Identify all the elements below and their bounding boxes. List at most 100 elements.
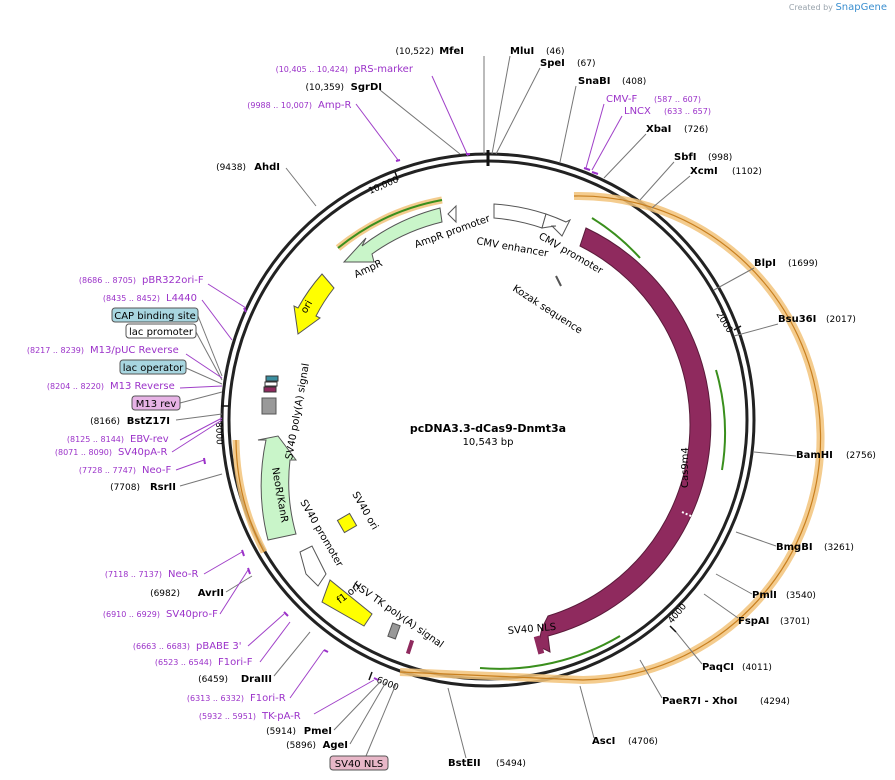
orf-arcs xyxy=(232,191,825,685)
enzyme-avrii: AvrII xyxy=(198,588,224,599)
enzyme-sgrdi: SgrDI xyxy=(351,82,382,93)
leader-ebv xyxy=(179,417,223,441)
enzyme-rsrii-pos: (7708) xyxy=(110,483,140,493)
feature-label-cas9m4: Cas9m4 xyxy=(680,447,691,488)
enzyme-fspai-pos: (3701) xyxy=(780,617,810,627)
primer-cmv-f-pos: (587 .. 607) xyxy=(654,95,701,104)
enzyme-pmli: PmlI xyxy=(752,590,777,601)
leader-sv40prof xyxy=(219,569,249,615)
primer-pbabe-3-pos: (6663 .. 6683) xyxy=(133,642,190,651)
enzyme-blpi: BlpI xyxy=(754,258,776,269)
orf-cas9-line xyxy=(399,195,822,681)
enzyme-draiii: DraIII xyxy=(241,674,272,685)
leader-bamhi xyxy=(753,451,797,457)
leader-sbfi xyxy=(639,161,675,201)
enzyme-agei-pos: (5896) xyxy=(286,741,316,751)
sv40-nls-label: SV40 NLS xyxy=(335,759,384,770)
leader-neof xyxy=(175,459,205,471)
enzyme-pmei: PmeI xyxy=(304,726,332,737)
leader-snabi xyxy=(559,85,577,163)
primer-tk-pa-r: TK-pA-R xyxy=(261,711,301,722)
enzyme-paer7i-pos: (4294) xyxy=(760,697,790,707)
leader-f1orif xyxy=(259,621,291,663)
enzyme-bmgbi-pos: (3261) xyxy=(824,543,854,553)
leader-tkpar xyxy=(313,679,375,715)
primer-tk-pa-r-pos: (5932 .. 5951) xyxy=(199,712,256,721)
neor-arrow xyxy=(257,435,297,541)
enzyme-snabi-pos: (408) xyxy=(622,77,646,87)
enzyme-sbfi: SbfI xyxy=(674,152,696,163)
snapgene-brand: Created by SnapGene xyxy=(789,2,887,13)
leader-blpi xyxy=(713,267,755,291)
enzyme-agei: AgeI xyxy=(323,740,348,751)
mark-lncx xyxy=(591,171,599,175)
orf-green-top xyxy=(591,217,641,259)
tick-2000 xyxy=(733,325,742,331)
leader-agei xyxy=(349,681,387,745)
leader-ampr-primer xyxy=(355,103,399,161)
leader-cmvf xyxy=(585,103,605,169)
primer-pbr322ori-f-pos: (8686 .. 8705) xyxy=(79,276,136,285)
primer-f1ori-f: F1ori-F xyxy=(218,657,253,668)
cas9-arrow xyxy=(537,227,712,653)
leader-fspai xyxy=(703,593,739,619)
primer-pbr322ori-f: pBR322ori-F xyxy=(142,275,204,286)
leader-pmli xyxy=(715,573,753,595)
enzyme-snabi: SnaBI xyxy=(578,76,610,87)
primer-leaders xyxy=(171,75,623,715)
enzyme-bsu36i: Bsu36I xyxy=(778,314,816,325)
sv40-nls-mark-right xyxy=(533,635,545,655)
enzyme-bamhi-pos: (2756) xyxy=(846,451,876,461)
leader-m13puc xyxy=(185,353,223,379)
primer-f1ori-r-pos: (6313 .. 6332) xyxy=(187,694,244,703)
plasmid-name: pcDNA3.3-dCas9-Dnmt3a xyxy=(410,422,566,435)
leader-rsrii xyxy=(179,473,223,487)
mark-tkpar xyxy=(373,677,379,681)
m13-rev-label: M13 rev xyxy=(136,399,177,410)
m13-rev-box xyxy=(131,395,181,411)
mark-pbabe xyxy=(283,611,289,617)
tick-label-10000: 10,000 xyxy=(367,175,400,197)
ampr-arrow xyxy=(342,207,443,263)
tick-4000 xyxy=(669,625,677,633)
mark-f1orir xyxy=(323,649,329,653)
enzyme-mlui-pos: (46) xyxy=(546,47,564,57)
mark-sv40prof xyxy=(247,567,251,575)
enzyme-sgrdi-pos: (10,359) xyxy=(305,83,344,93)
feature-label-sv40-pa: SV40 poly(A) signal xyxy=(284,362,312,460)
leader-bstz17i xyxy=(175,413,223,421)
primer-neo-r-pos: (7118 .. 7137) xyxy=(105,570,162,579)
enzyme-bmgbi: BmgBI xyxy=(776,542,813,553)
primer-sv40pro-f-pos: (6910 .. 6929) xyxy=(103,610,160,619)
primer-l4440: L4440 xyxy=(166,293,197,304)
leader-m13r xyxy=(179,385,223,389)
orf-green-right xyxy=(715,369,726,471)
leader-lacpro xyxy=(195,331,223,381)
enzyme-pmli-pos: (3540) xyxy=(786,591,816,601)
cap-binding-site-label: CAP binding site xyxy=(114,311,196,322)
lac-promoter-box xyxy=(125,323,197,339)
leader-sv40pa xyxy=(171,419,223,453)
kozak-mark xyxy=(555,275,562,287)
enzyme-rsrii: RsrII xyxy=(150,482,176,493)
primer-site-marks xyxy=(203,153,599,681)
enzyme-avrii-pos: (6982) xyxy=(150,589,180,599)
sv40-nls-box xyxy=(329,755,389,771)
enzyme-mfei-pos: (10,522) xyxy=(395,47,434,57)
enzyme-fspai: FspAI xyxy=(738,616,769,627)
leader-xbai xyxy=(603,133,647,179)
primer-neo-r: Neo-R xyxy=(168,569,199,580)
brand-name: SnapGene xyxy=(835,2,887,13)
enzyme-ahdi: AhdI xyxy=(254,162,280,173)
plasmid-size: 10,543 bp xyxy=(463,437,514,448)
primer-m13-reverse-pos: (8204 .. 8220) xyxy=(47,382,104,391)
leader-bsteii xyxy=(447,687,467,759)
primer-pbabe-3: pBABE 3' xyxy=(196,641,242,652)
lac-operator-box xyxy=(119,359,187,375)
leader-lacop xyxy=(185,367,223,385)
primer-labels: pRS-marker (10,405 .. 10,424) Amp-R (998… xyxy=(27,64,711,722)
leader-mlui xyxy=(491,55,511,155)
primer-ebv-rev-pos: (8125 .. 8144) xyxy=(67,435,124,444)
primer-lncx: LNCX xyxy=(624,106,651,117)
